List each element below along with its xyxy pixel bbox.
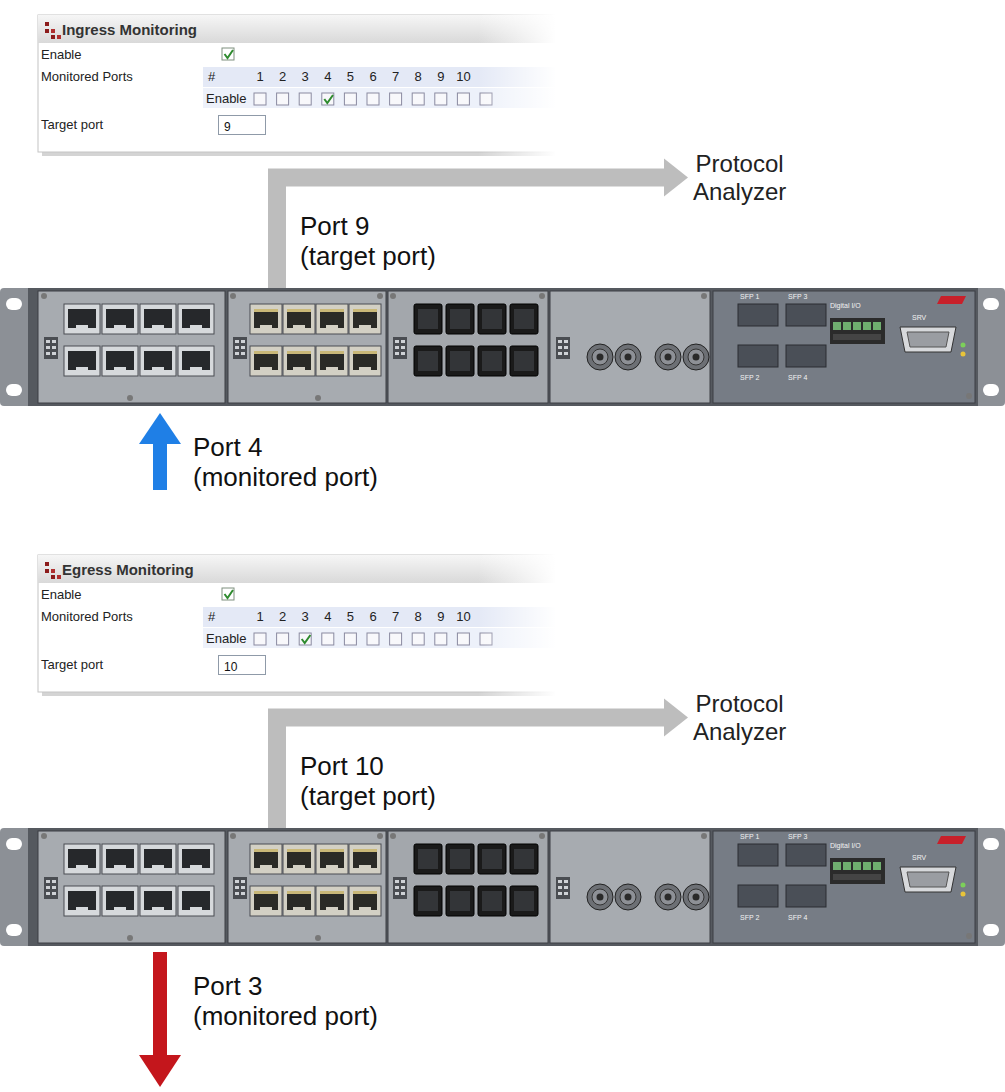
field-label: Enable <box>41 47 81 62</box>
device-marking: SRV <box>912 854 926 862</box>
port-number: 7 <box>386 69 406 84</box>
port-number: 1 <box>250 609 270 624</box>
device-name: Protocol Analyzer <box>688 150 791 205</box>
target-port-field: 10 <box>218 655 266 675</box>
device-marking: Digital I/O <box>830 842 861 850</box>
field-label: Enable <box>206 631 246 646</box>
target-port-field: 9 <box>218 115 266 135</box>
config-panel: Ingress MonitoringEnableMonitored Ports#… <box>38 15 583 152</box>
mirror-connector <box>277 159 688 288</box>
port-number: 8 <box>408 609 428 624</box>
port-number: 9 <box>431 609 451 624</box>
port-number: 3 <box>295 609 315 624</box>
port-number: 2 <box>273 609 293 624</box>
connector-line <box>277 718 664 828</box>
switch-illustration <box>0 828 1005 946</box>
port-label: Port 3 (monitored port) <box>193 972 383 1032</box>
panel-title: Egress Monitoring <box>62 561 194 578</box>
port-number: 4 <box>318 69 338 84</box>
ethernet-switch: SFP 1 SFP 3 SFP 2 SFP 4 Digital I/O SRV <box>0 288 1005 406</box>
port-number: 10 <box>453 69 473 84</box>
device-marking: SFP 1 <box>740 833 759 841</box>
port-number: 2 <box>273 69 293 84</box>
device-marking: SRV <box>912 314 926 322</box>
device-name: Protocol Analyzer <box>688 690 791 745</box>
port-number: 6 <box>363 609 383 624</box>
config-panel: Egress MonitoringEnableMonitored Ports#1… <box>38 555 583 692</box>
port-number: 5 <box>340 69 360 84</box>
device-marking: Digital I/O <box>830 302 861 310</box>
connector-line <box>277 178 664 288</box>
port-label: Port 9 (target port) <box>300 212 446 272</box>
ethernet-switch: SFP 1 SFP 3 SFP 2 SFP 4 Digital I/O SRV <box>0 828 1005 946</box>
field-label: Target port <box>41 117 103 132</box>
field-label: # <box>208 609 215 624</box>
port-number: 4 <box>318 609 338 624</box>
egress-arrow <box>153 952 167 1057</box>
protocol-analyzer: Protocol Analyzer <box>688 150 791 205</box>
port-label: Port 10 (target port) <box>300 752 446 812</box>
field-label: Enable <box>206 91 246 106</box>
port-number: 5 <box>340 609 360 624</box>
port-label: Port 4 (monitored port) <box>193 433 383 493</box>
switch-illustration <box>0 288 1005 406</box>
protocol-analyzer: Protocol Analyzer <box>688 690 791 745</box>
arrowhead <box>664 159 688 197</box>
port-number: 7 <box>386 609 406 624</box>
config-panel-art <box>38 548 608 700</box>
mirror-connector <box>277 699 688 828</box>
port-number: 8 <box>408 69 428 84</box>
field-label: Enable <box>41 587 81 602</box>
field-label: Monitored Ports <box>41 609 133 624</box>
port-number: 6 <box>363 69 383 84</box>
port-number: 1 <box>250 69 270 84</box>
device-marking: SFP 3 <box>788 293 807 301</box>
config-panel-art <box>38 8 608 160</box>
port-number: 3 <box>295 69 315 84</box>
egress-arrowhead <box>139 1055 181 1087</box>
ingress-arrow <box>153 440 167 490</box>
field-value: 9 <box>224 119 231 135</box>
device-marking: SFP 3 <box>788 833 807 841</box>
arrowhead <box>664 699 688 737</box>
ingress-arrowhead <box>139 413 181 444</box>
device-marking: SFP 2 <box>740 374 759 382</box>
device-marking: SFP 1 <box>740 293 759 301</box>
device-marking: SFP 4 <box>788 374 807 382</box>
field-label: Monitored Ports <box>41 69 133 84</box>
device-marking: SFP 2 <box>740 914 759 922</box>
check-mark <box>302 635 311 643</box>
panel-title: Ingress Monitoring <box>62 21 197 38</box>
check-mark <box>324 95 333 103</box>
port-number: 9 <box>431 69 451 84</box>
field-label: Target port <box>41 657 103 672</box>
port-number: 10 <box>453 609 473 624</box>
field-value: 10 <box>224 659 237 675</box>
field-label: # <box>208 69 215 84</box>
device-marking: SFP 4 <box>788 914 807 922</box>
